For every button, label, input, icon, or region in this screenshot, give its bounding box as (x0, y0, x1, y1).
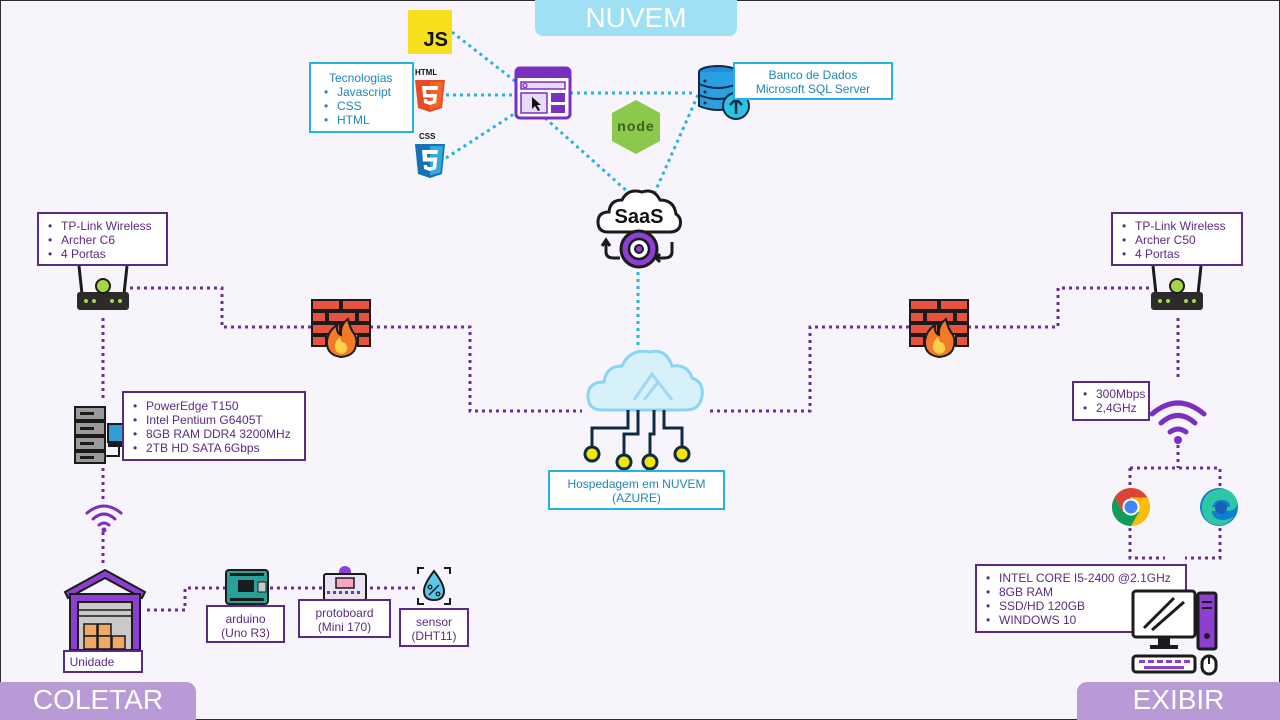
wifi-left-icon (84, 502, 124, 539)
saas-icon-label: SaaS (614, 206, 664, 228)
nodejs-icon: node (610, 98, 662, 161)
sensor-box: sensor (DHT11) (399, 608, 469, 647)
database-title: Banco de Dados (768, 68, 858, 82)
wifi-spec: 300Mbps (1083, 387, 1148, 401)
css3-icon: CSS (412, 132, 448, 180)
protoboard-model: (Mini 170) (317, 620, 372, 634)
router-left-spec: TP-Link Wireless (48, 219, 166, 233)
wifi-right-box: 300Mbps 2,4GHz (1072, 381, 1150, 421)
arduino-board-icon (224, 568, 270, 611)
wifi-spec: 2,4GHz (1083, 401, 1148, 415)
tecnologias-item: CSS (324, 99, 408, 113)
server-spec: 2TB HD SATA 6Gbps (133, 441, 304, 455)
tecnologias-title: Tecnologias (329, 71, 393, 85)
nodejs-icon-label: node (617, 118, 655, 134)
cloud-hosting-icon (582, 344, 710, 479)
unidade-box: Unidade (63, 650, 143, 673)
computer-spec: 8GB RAM (986, 585, 1185, 599)
hosting-subtitle: (AZURE) (612, 491, 661, 505)
html5-icon-label: HTML (415, 68, 438, 77)
server-spec: 8GB RAM DDR4 3200MHz (133, 427, 304, 441)
router-right-spec: 4 Portas (1122, 247, 1241, 261)
unidade-label: Unidade (69, 655, 115, 669)
tecnologias-item: Javascript (324, 85, 408, 99)
database-box: Banco de Dados Microsoft SQL Server (733, 62, 893, 100)
sensor-label: sensor (415, 615, 453, 629)
chrome-icon (1110, 486, 1152, 533)
server-box: PowerEdge T150 Intel Pentium G6405T 8GB … (122, 391, 306, 461)
firewall-right-icon (908, 297, 970, 364)
computer-spec: WINDOWS 10 (986, 613, 1185, 627)
sensor-model: (DHT11) (411, 629, 457, 643)
saas-cloud-icon: SaaS (594, 186, 684, 279)
wifi-right-icon (1148, 398, 1208, 451)
section-tab-nuvem: NUVEM (535, 0, 737, 36)
router-left-box: TP-Link Wireless Archer C6 4 Portas (37, 212, 168, 266)
protoboard-label: protoboard (315, 606, 374, 620)
arduino-label: arduino (225, 612, 266, 626)
section-tab-exibir: EXIBIR (1077, 682, 1280, 720)
hosting-box: Hospedagem em NUVEM (AZURE) (548, 470, 725, 510)
arduino-model: (Uno R3) (221, 626, 270, 640)
tecnologias-item: HTML (324, 113, 408, 127)
router-right-spec: TP-Link Wireless (1122, 219, 1241, 233)
tecnologias-box: Tecnologias Javascript CSS HTML (309, 62, 414, 133)
router-right-box: TP-Link Wireless Archer C50 4 Portas (1111, 212, 1243, 266)
humidity-sensor-icon (416, 566, 452, 611)
css3-icon-label: CSS (419, 132, 436, 141)
router-left-icon (74, 264, 132, 319)
router-left-spec: 4 Portas (48, 247, 166, 261)
section-tab-coletar: COLETAR (0, 682, 196, 720)
computer-spec: SSD/HD 120GB (986, 599, 1185, 613)
protoboard-box: protoboard (Mini 170) (298, 599, 391, 638)
desktop-computer-icon (1130, 588, 1222, 683)
warehouse-icon (62, 566, 148, 657)
arduino-box: arduino (Uno R3) (206, 605, 285, 643)
server-spec: Intel Pentium G6405T (133, 413, 304, 427)
web-window-icon (514, 66, 572, 125)
edge-icon (1198, 486, 1240, 533)
router-right-spec: Archer C50 (1122, 233, 1241, 247)
firewall-left-icon (310, 297, 372, 364)
server-spec: PowerEdge T150 (133, 399, 304, 413)
hosting-title: Hospedagem em NUVEM (567, 477, 706, 491)
computer-spec: INTEL CORE I5-2400 @2.1GHz (986, 571, 1185, 585)
database-subtitle: Microsoft SQL Server (755, 82, 871, 96)
router-right-icon (1148, 264, 1206, 319)
javascript-icon: JS (408, 10, 452, 54)
javascript-icon-label: JS (423, 29, 448, 51)
router-left-spec: Archer C6 (48, 233, 166, 247)
html5-icon: HTML (412, 68, 448, 114)
